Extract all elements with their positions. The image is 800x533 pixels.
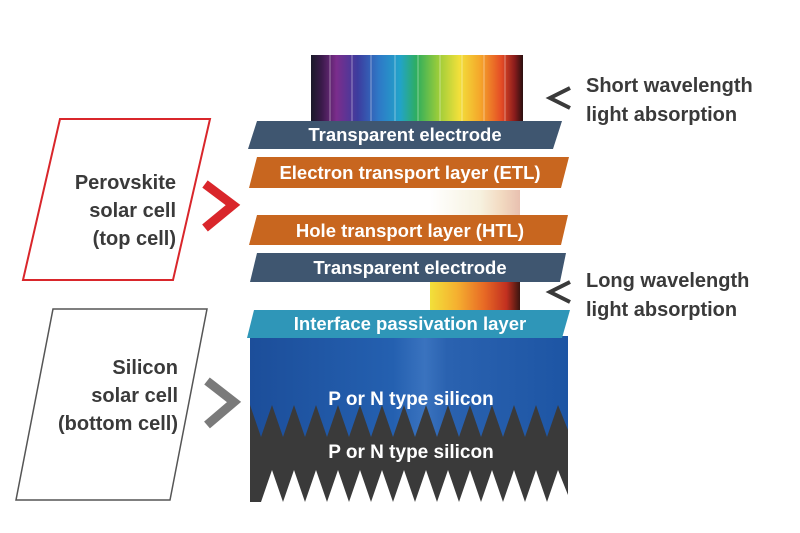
chevron-right-icon [202,180,241,232]
bottom-cell-label-line3: (bottom cell) [58,413,178,435]
chevron-left-icon [545,86,571,110]
bottom-electrode-label: Transparent electrode [313,257,506,278]
etl-layer [249,157,569,188]
long-wavelength-beam [430,282,520,310]
silicon-wafer [250,336,568,502]
short-wavelength-line2: light absorption [586,104,737,126]
passivation-layer [247,310,570,338]
silicon-textured-layer [250,405,568,502]
silicon-upper-label: P or N type silicon [328,389,493,410]
spectrum-beam [311,55,523,123]
long-wavelength-line1: Long wavelength [586,270,749,292]
chevron-left-icon [545,280,571,304]
bottom-cell-label-line2: solar cell [91,385,178,407]
silicon-lower-label: P or N type silicon [328,442,493,463]
top-cell-label-line1: Perovskite [75,172,176,194]
passivation-label: Interface passivation layer [294,313,526,334]
top-electrode-layer [248,121,562,149]
bottom-electrode-layer [250,253,566,282]
bottom-cell-callout-box [15,308,208,501]
perovskite-absorber-gap [430,190,520,215]
spectrum-streaks [329,55,506,123]
long-wavelength-line2: light absorption [586,299,737,321]
top-electrode-label: Transparent electrode [308,124,501,145]
top-cell-label-line3: (top cell) [93,228,176,250]
htl-layer [249,215,568,245]
htl-label: Hole transport layer (HTL) [296,220,524,241]
chevron-right-icon [204,377,242,429]
bottom-cell-label-line1: Silicon [112,357,178,379]
etl-label: Electron transport layer (ETL) [279,162,540,183]
top-cell-label-line2: solar cell [89,200,176,222]
top-cell-callout-box [21,118,212,281]
short-wavelength-line1: Short wavelength [586,75,753,97]
